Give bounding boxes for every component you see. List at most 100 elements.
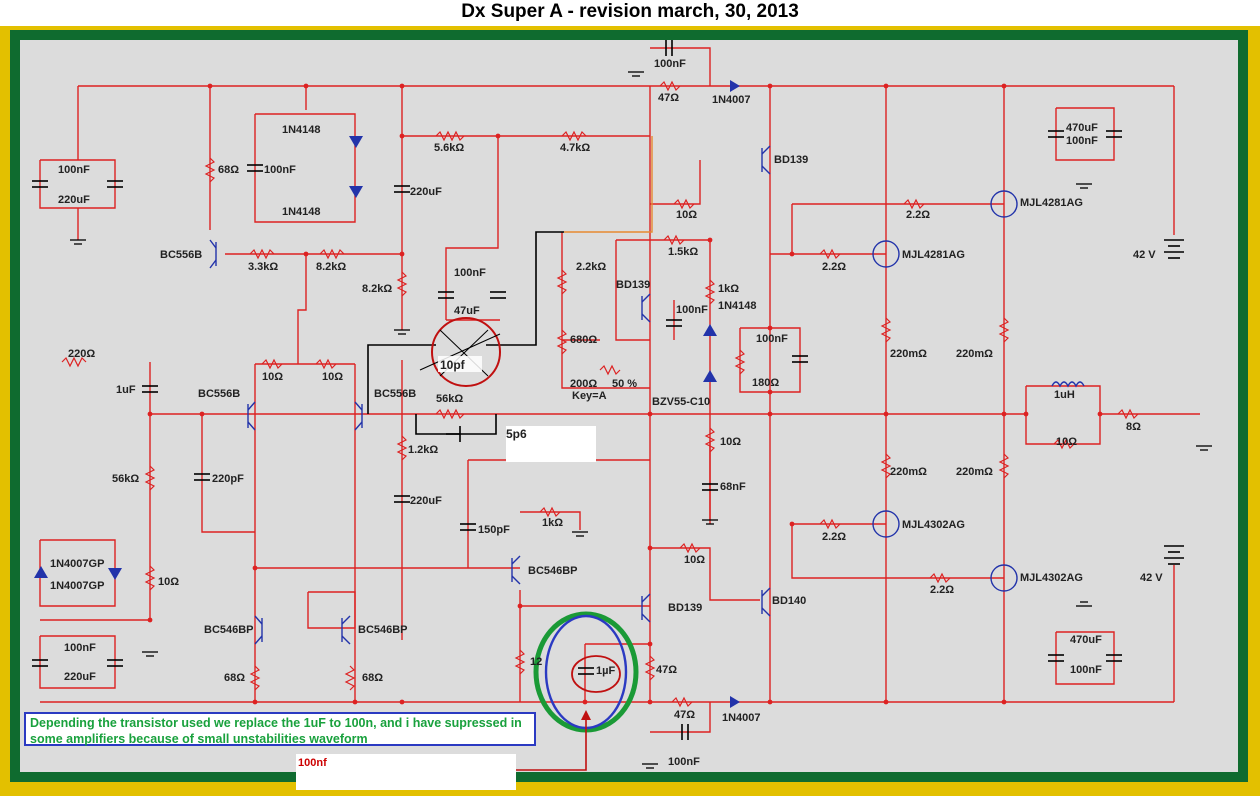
callout-5p6: 5p6 (506, 427, 527, 441)
transistor-bc546bp-b (254, 615, 263, 645)
label: 220uF (64, 671, 96, 683)
resistor (344, 665, 356, 691)
resistor (1117, 408, 1139, 420)
transistor-bc556b-a (247, 401, 256, 431)
resistor (435, 408, 465, 420)
transistor-mjl4302-a (872, 510, 900, 538)
resistor (539, 506, 561, 518)
resistor (644, 655, 656, 681)
diode-1n4007gp-a (34, 566, 48, 578)
transistor-bd139-bot (641, 593, 651, 623)
label: BC546BP (358, 624, 408, 636)
label: 220Ω (68, 348, 96, 360)
label: BC546BP (528, 565, 578, 577)
transistor-mjl4281-a (990, 190, 1018, 218)
label: 1N4007GP (50, 580, 105, 592)
label: 1uF (116, 384, 136, 396)
label: 220uF (58, 194, 90, 206)
transistor-mjl4302-b (990, 564, 1018, 592)
label: 2.2Ω (822, 261, 847, 273)
resistor (659, 80, 681, 92)
label: 680Ω (570, 334, 598, 346)
label: 12 (530, 656, 543, 668)
label: MJL4302AG (1020, 572, 1083, 584)
grounds (70, 71, 1212, 769)
label: 100nF (1066, 135, 1098, 147)
resistor (998, 453, 1010, 479)
label: 10Ω (720, 436, 742, 448)
resistor (671, 696, 693, 708)
label: 2.2Ω (930, 584, 955, 596)
label: 180Ω (752, 377, 780, 389)
label: 100nF (264, 164, 296, 176)
label: 100nF (58, 164, 90, 176)
callout-10pf: 10pf (440, 358, 465, 372)
label: BD139 (774, 154, 809, 166)
label: 1N4007 (722, 712, 761, 724)
label: BC556B (374, 388, 417, 400)
transistors (209, 145, 1018, 645)
page-title: Dx Super A - revision march, 30, 2013 (0, 0, 1260, 26)
resistor (396, 435, 408, 461)
transistor-bd139-top (761, 145, 771, 175)
callout-10pf-box (438, 356, 482, 372)
transistor-bd140 (761, 587, 771, 617)
resistor (435, 130, 465, 142)
resistor (929, 572, 951, 584)
resistor (561, 130, 587, 142)
resistor (556, 329, 568, 355)
label: 4.7kΩ (560, 142, 591, 154)
label: 150pF (478, 524, 510, 536)
schematic-board (20, 40, 1238, 772)
label: 10Ω (676, 209, 698, 221)
resistor (734, 349, 746, 375)
resistor (514, 649, 526, 675)
label: 5.6kΩ (434, 142, 465, 154)
resistor (704, 427, 716, 453)
label: 68Ω (224, 672, 246, 684)
resistor (1053, 438, 1075, 450)
resistor (819, 248, 841, 260)
label: 3.3kΩ (248, 261, 279, 273)
transistor-bc546bp-a (511, 555, 521, 585)
label: 56kΩ (112, 473, 140, 485)
resistor (880, 317, 892, 343)
label: 200Ω (570, 378, 598, 390)
label: 47uF (454, 305, 480, 317)
callout-100nf: 100nf (298, 757, 327, 769)
label: 47Ω (656, 664, 678, 676)
resistor (663, 234, 685, 246)
resistor (819, 518, 841, 530)
label: 1N4148 (282, 124, 321, 136)
resistor (998, 317, 1010, 343)
diode-1n4148-a (349, 136, 363, 148)
label: BC556B (198, 388, 241, 400)
label: 1uH (1054, 389, 1075, 401)
label: 100nF (64, 642, 96, 654)
resistor (315, 358, 337, 370)
label: 1µF (596, 665, 616, 677)
transistor-bc546bp-c (341, 615, 351, 645)
label: 100nF (654, 58, 686, 70)
inductor (1051, 381, 1085, 388)
label: 470uF (1070, 634, 1102, 646)
label: 10Ω (684, 554, 706, 566)
label: 10Ω (262, 371, 284, 383)
label: 1N4007GP (50, 558, 105, 570)
label: 42 V (1133, 249, 1156, 261)
transistor-bc556b-b (354, 401, 363, 431)
label: 10Ω (322, 371, 344, 383)
label: 2.2kΩ (576, 261, 607, 273)
annotation-circle-10pf (431, 317, 501, 387)
label: 8.2kΩ (362, 283, 393, 295)
label: MJL4281AG (1020, 197, 1083, 209)
diode-zener (703, 370, 717, 382)
resistor (396, 271, 408, 297)
label: 100nF (454, 267, 486, 279)
label: 1N4148 (718, 300, 757, 312)
label: 10Ω (1056, 436, 1078, 448)
label: MJL4281AG (902, 249, 965, 261)
label: BZV55-C10 (652, 396, 711, 408)
label: 220uF (410, 186, 442, 198)
